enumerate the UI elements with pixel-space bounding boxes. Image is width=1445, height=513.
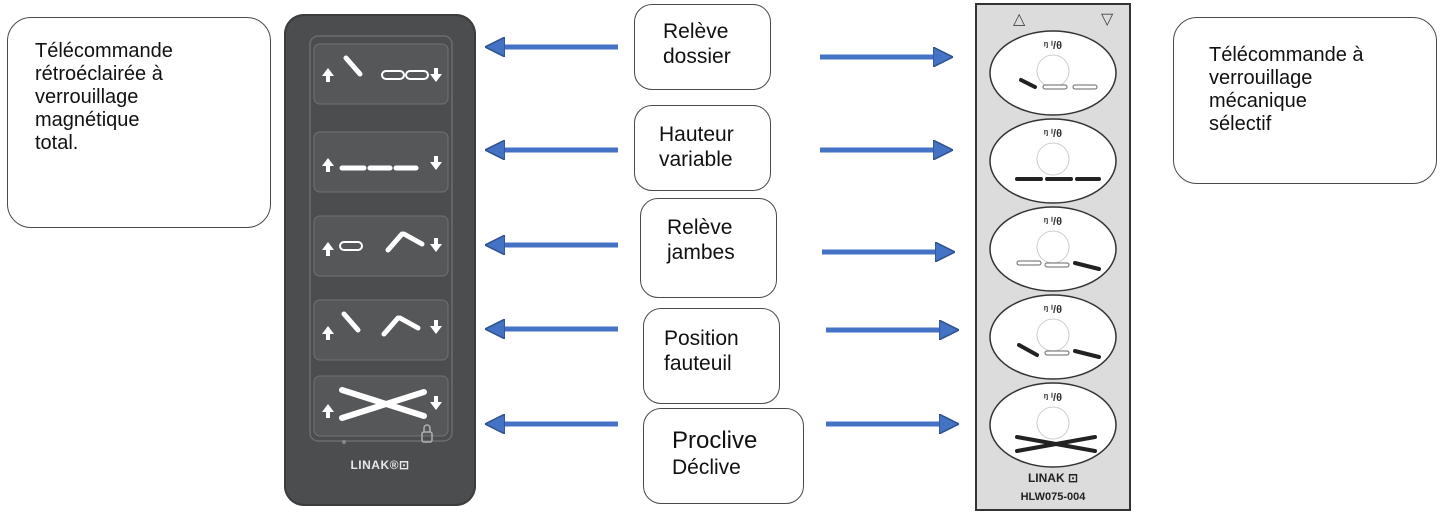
height-button[interactable] — [313, 131, 449, 193]
function-label-line: Relève — [663, 20, 729, 43]
legrest-button[interactable] — [313, 215, 449, 277]
right-note-line: mécanique — [1209, 90, 1307, 112]
function-label-line: Déclive — [672, 456, 741, 479]
left-note-line: total. — [35, 132, 79, 154]
top-symbol-up-icon: △ — [1013, 11, 1026, 28]
mech-backrest-button[interactable]: ᵑ ⁱ/θ — [989, 30, 1117, 116]
linak-logo-light: LINAK ⊡ — [1027, 471, 1079, 485]
function-label-height: Hauteur variable — [634, 105, 771, 191]
svg-text:ᵑ ⁱ/θ: ᵑ ⁱ/θ — [1044, 303, 1062, 316]
left-note-line: Télécommande — [35, 40, 173, 62]
svg-text:ᵑ ⁱ/θ: ᵑ ⁱ/θ — [1044, 127, 1062, 140]
backlit-remote: LINAK®⊡ — [284, 14, 476, 506]
left-note-line: magnétique — [35, 109, 140, 131]
svg-text:ᵑ ⁱ/θ: ᵑ ⁱ/θ — [1044, 215, 1062, 228]
function-label-backrest: Relève dossier — [634, 4, 771, 90]
mechanical-remote-buttons: ᵑ ⁱ/θ ᵑ ⁱ/θ ᵑ ⁱ/θ ᵑ ⁱ/θ — [989, 30, 1117, 468]
function-label-legrest: Relève jambes — [640, 198, 777, 298]
function-label-chair: Position fauteuil — [643, 308, 780, 404]
function-label-line: jambes — [667, 241, 735, 264]
function-label-tilt: Proclive Déclive — [643, 408, 804, 504]
function-label-line: variable — [659, 148, 733, 171]
function-label-line: Hauteur — [659, 123, 734, 146]
backlit-remote-buttons — [309, 35, 453, 444]
svg-text:ᵑ ⁱ/θ: ᵑ ⁱ/θ — [1044, 391, 1062, 404]
mech-tilt-button[interactable]: ᵑ ⁱ/θ — [989, 382, 1117, 468]
left-note-line: verrouillage — [35, 86, 139, 108]
right-note-line: sélectif — [1209, 113, 1272, 135]
right-remote-description: Télécommande à verrouillage mécanique sé… — [1173, 17, 1437, 184]
right-note-line: verrouillage — [1209, 67, 1313, 89]
svg-text:ᵑ ⁱ/θ: ᵑ ⁱ/θ — [1044, 39, 1062, 52]
status-led — [342, 440, 346, 444]
mech-height-button[interactable]: ᵑ ⁱ/θ — [989, 118, 1117, 204]
mech-chair-button[interactable]: ᵑ ⁱ/θ — [989, 294, 1117, 380]
linak-logo: LINAK®⊡ — [350, 458, 410, 472]
tilt-button[interactable] — [313, 375, 449, 437]
model-number: HLW075-004 — [1020, 491, 1086, 503]
function-label-line: Proclive — [672, 427, 758, 454]
function-label-line: Relève — [667, 216, 733, 239]
left-remote-description: Télécommande rétroéclairée à verrouillag… — [7, 17, 271, 228]
backrest-button[interactable] — [313, 43, 449, 105]
left-note-line: rétroéclairée à — [35, 63, 163, 85]
function-label-line: Position — [664, 327, 739, 350]
lock-icon — [421, 424, 433, 443]
function-label-line: fauteuil — [664, 352, 732, 375]
mech-legrest-button[interactable]: ᵑ ⁱ/θ — [989, 206, 1117, 292]
right-note-line: Télécommande à — [1209, 44, 1364, 66]
mechanical-remote: △ ▽ ᵑ ⁱ/θ ᵑ ⁱ/θ ᵑ ⁱ/θ — [975, 3, 1131, 511]
function-label-line: dossier — [663, 45, 731, 68]
chair-position-button[interactable] — [313, 299, 449, 361]
top-symbol-down-icon: ▽ — [1101, 11, 1114, 28]
